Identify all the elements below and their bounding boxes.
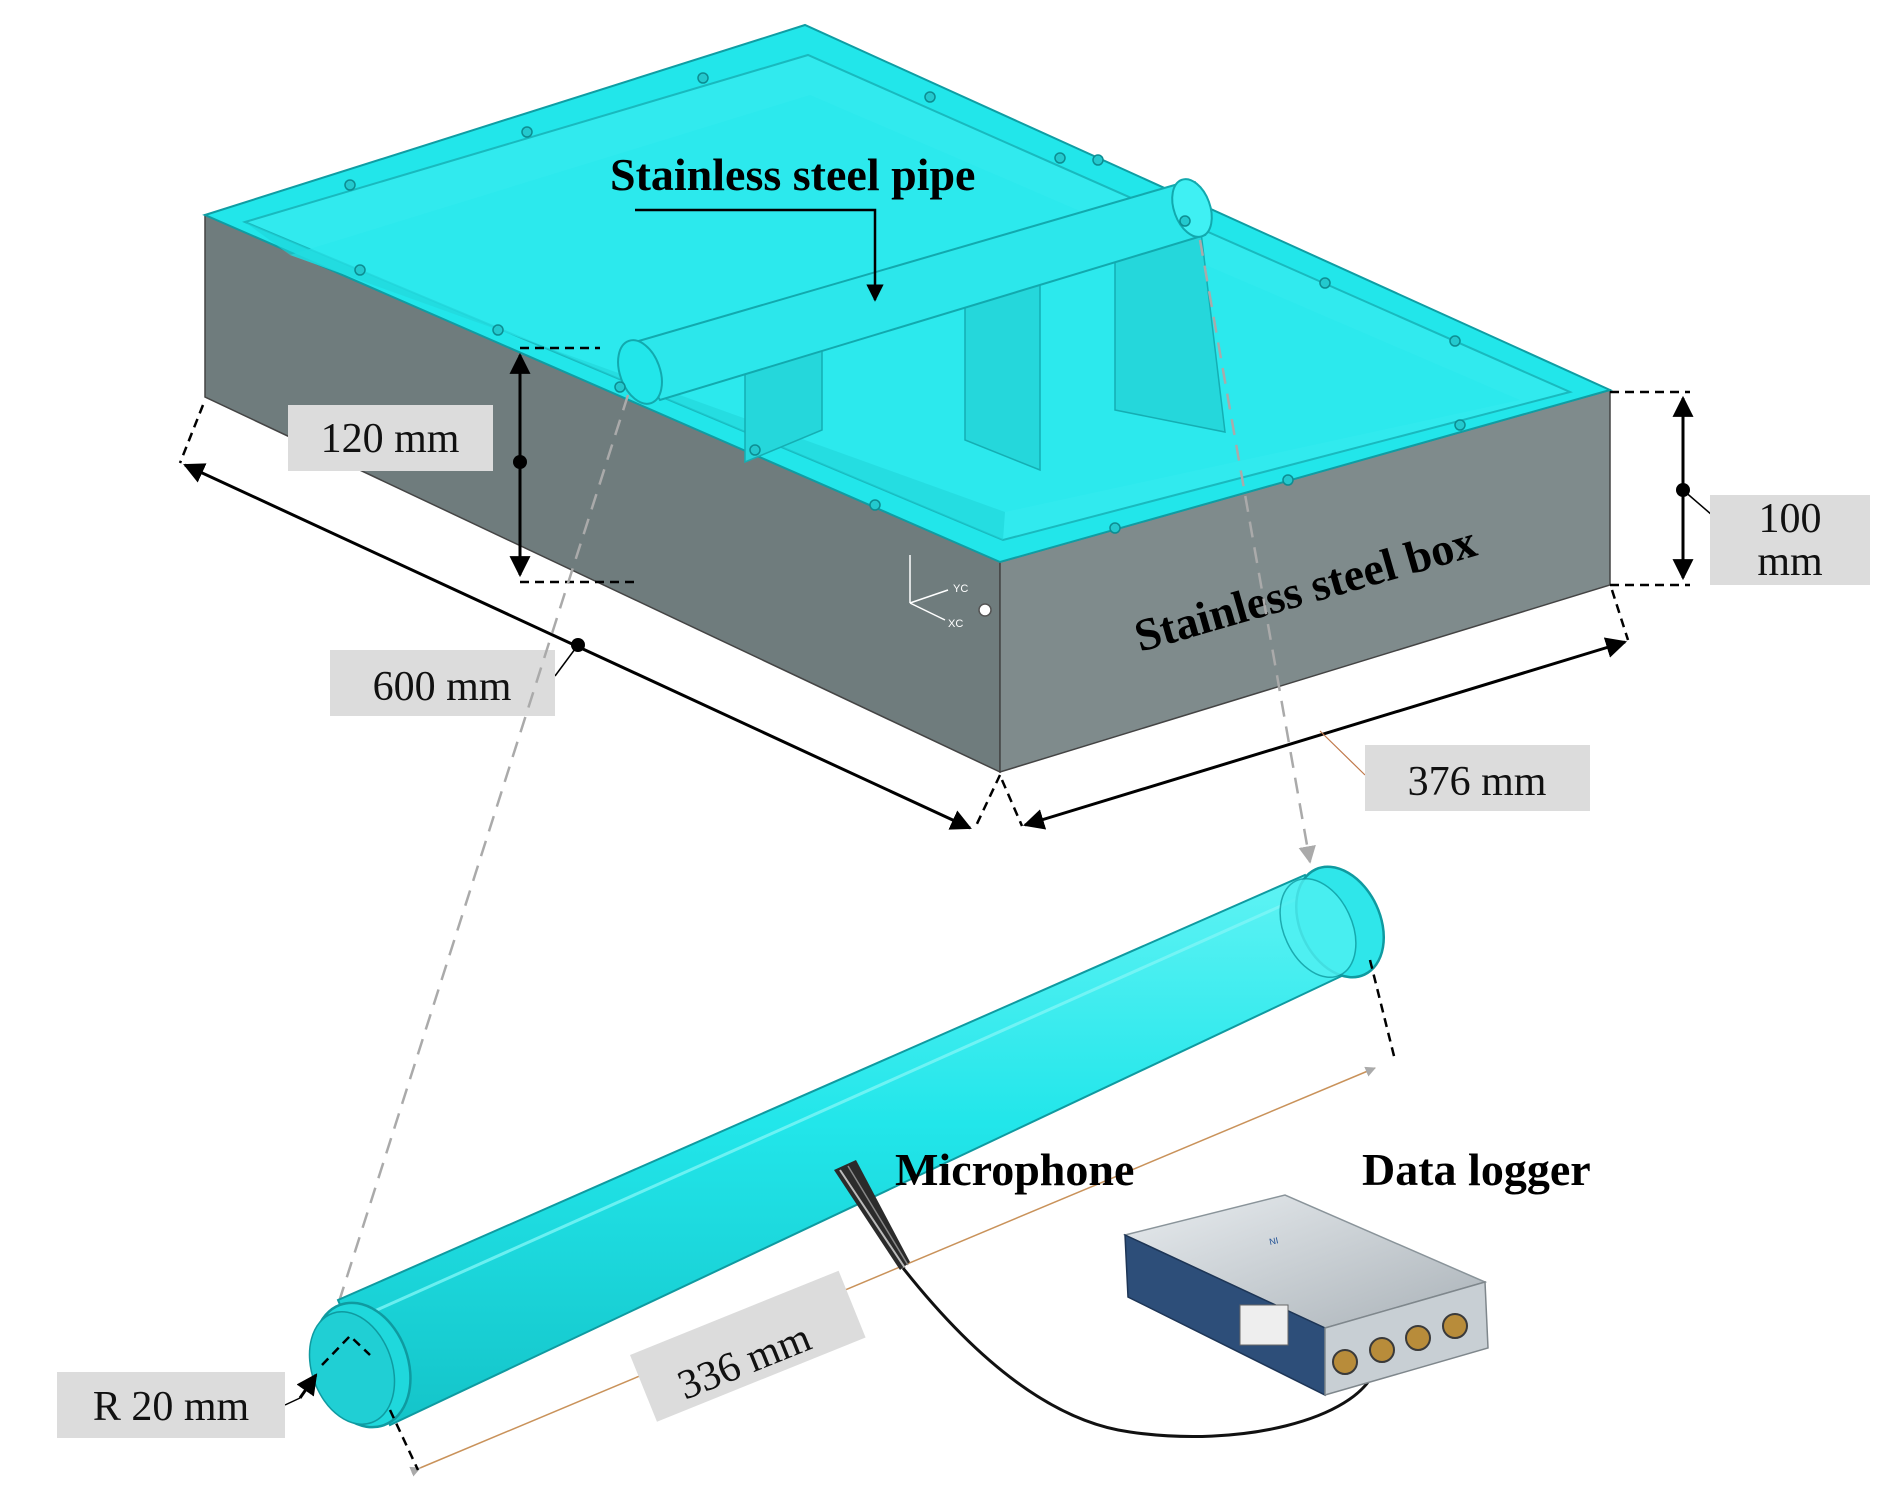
pipe-dimension-lines: [284, 959, 1397, 1477]
stainless-steel-box: YC XC Stainless steel box: [202, 23, 1613, 774]
box-pipe-left-end: [617, 339, 663, 405]
pipe-title: Stainless steel pipe: [610, 149, 975, 200]
label-bg-336: [630, 1270, 866, 1422]
svg-text:NI: NI: [1268, 1235, 1279, 1247]
label-bg-376: [1365, 745, 1590, 811]
pipe-detail: [308, 865, 1386, 1429]
dim-dot-100: [1676, 483, 1690, 497]
label-bg-radius: [57, 1372, 285, 1438]
data-logger-device-icon: NI: [1122, 1194, 1489, 1397]
data-logger-label: Data logger: [1362, 1144, 1591, 1195]
dim-label-radius: R 20 mm: [93, 1384, 250, 1430]
projection-lines: [326, 239, 1316, 1332]
axis-label-xc: XC: [948, 618, 963, 630]
microphone-icon: [834, 1160, 910, 1270]
box-port: [978, 603, 992, 617]
dim-label-120mm: 120 mm: [321, 416, 460, 462]
dim-label-376mm: 376 mm: [1408, 759, 1547, 805]
label-bg-600: [330, 650, 555, 716]
dim-label-100-unit: mm: [1757, 539, 1823, 585]
box-bolts: [344, 72, 1466, 534]
dim-label-100: 100: [1759, 496, 1822, 542]
dim-dot-120: [513, 455, 527, 469]
label-bg-100: [1710, 495, 1870, 585]
microphone-label: Microphone: [895, 1144, 1134, 1195]
label-bg-120: [288, 405, 493, 471]
axis-label-yc: YC: [953, 583, 968, 595]
dim-dot-600: [571, 638, 585, 652]
pipe-end-cap-right-inner: [1279, 877, 1357, 979]
dim-label-600mm: 600 mm: [373, 664, 512, 710]
microphone-cable: [901, 1267, 1377, 1438]
